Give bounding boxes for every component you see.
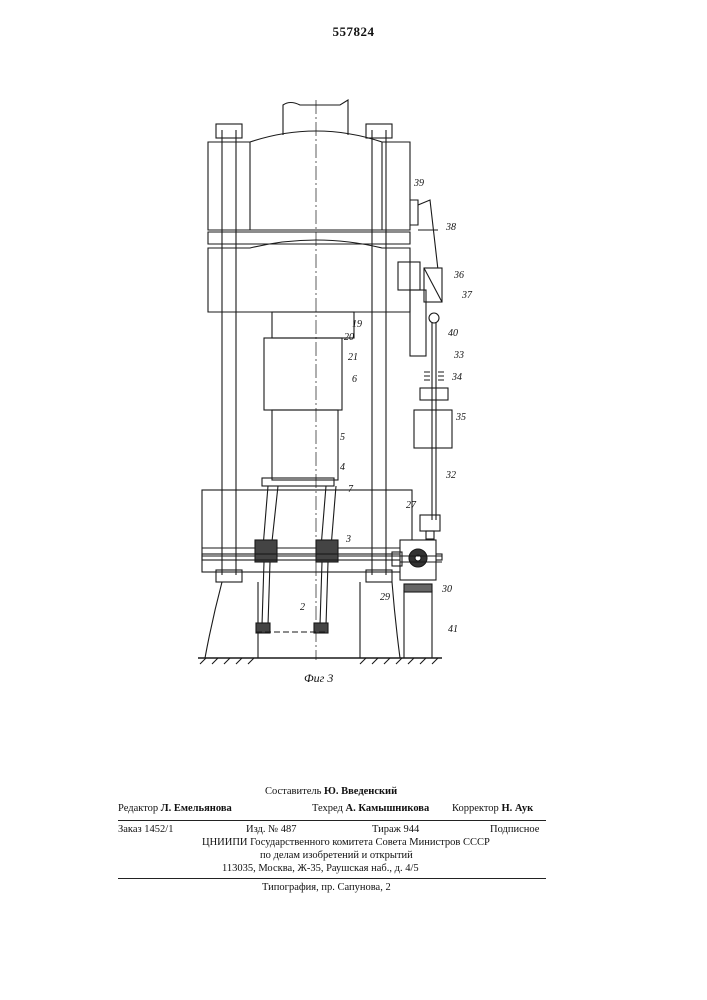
circulation: Тираж 944 — [372, 825, 419, 836]
editor-line: Редактор Л. Емельянова — [118, 804, 232, 815]
institute-subtitle: по делам изобретений и открытий — [260, 851, 413, 862]
label-3: 3 — [345, 534, 351, 545]
label-6: 6 — [352, 374, 357, 385]
lower-frame — [202, 490, 412, 658]
label-4: 4 — [340, 462, 345, 473]
label-39: 39 — [413, 178, 424, 189]
label-34: 34 — [451, 372, 462, 383]
label-19: 19 — [352, 319, 362, 330]
tie-rods — [216, 124, 392, 582]
label-20: 20 — [344, 332, 354, 343]
subscription: Подписное — [490, 825, 539, 836]
technical-drawing: 39 38 36 37 40 33 34 35 32 19 20 21 6 5 … — [0, 0, 707, 700]
right-mechanism — [392, 200, 452, 580]
figure-caption: Фиг 3 — [304, 671, 333, 685]
divider — [118, 820, 546, 821]
label-30: 30 — [441, 584, 452, 595]
compiler-line: Составитель Ю. Введенский — [265, 787, 397, 798]
editor-name: Л. Емельянова — [161, 803, 232, 814]
label-41: 41 — [448, 624, 458, 635]
label-21: 21 — [348, 352, 358, 363]
label-35: 35 — [455, 412, 466, 423]
label-33: 33 — [453, 350, 464, 361]
label-32: 32 — [445, 470, 456, 481]
ground-line — [198, 658, 442, 664]
compiler-name: Ю. Введенский — [324, 786, 397, 797]
institute-name: ЦНИИПИ Государственного комитета Совета … — [202, 838, 490, 849]
corrector-name: Н. Аук — [501, 803, 533, 814]
editor-label: Редактор — [118, 803, 158, 814]
techred-name: А. Камышникова — [346, 803, 430, 814]
upper-ram — [283, 100, 348, 660]
order-number: Заказ 1452/1 — [118, 825, 173, 836]
label-2: 2 — [300, 602, 305, 613]
label-27: 27 — [406, 500, 417, 511]
printer: Типография, пр. Сапунова, 2 — [262, 883, 391, 894]
upper-crosshead — [208, 131, 410, 230]
corrector-line: Корректор Н. Аук — [452, 804, 533, 815]
label-37: 37 — [461, 290, 473, 301]
label-40: 40 — [448, 328, 458, 339]
support-column — [404, 584, 432, 658]
corrector-label: Корректор — [452, 803, 499, 814]
edition-number: Изд. № 487 — [246, 825, 297, 836]
techred-label: Техред — [312, 803, 343, 814]
divider — [118, 878, 546, 879]
techred-line: Техред А. Камышникова — [312, 804, 429, 815]
compiler-label: Составитель — [265, 786, 321, 797]
label-5: 5 — [340, 432, 345, 443]
label-36: 36 — [453, 270, 464, 281]
institute-address: 113035, Москва, Ж-35, Раушская наб., д. … — [222, 864, 419, 875]
plunger-assembly — [264, 312, 354, 480]
label-29: 29 — [380, 592, 390, 603]
intermediate-plate — [208, 232, 410, 312]
label-38: 38 — [445, 222, 456, 233]
